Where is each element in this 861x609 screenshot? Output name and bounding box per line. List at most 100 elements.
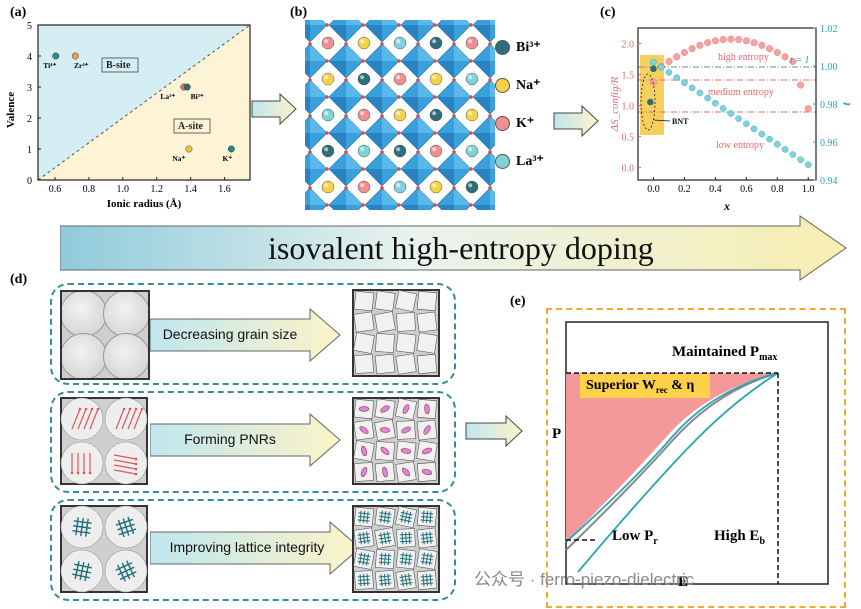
- highlight: [432, 111, 437, 116]
- octa-face: [329, 133, 346, 150]
- c-left-tick-label: 2.0: [622, 40, 635, 51]
- row-grain-size: [50, 283, 456, 385]
- pnr-ellipse: [361, 445, 367, 457]
- panel-e-frame: [546, 308, 846, 608]
- point-label: Ti⁴⁺: [43, 61, 56, 70]
- octahedron: [364, 150, 401, 187]
- small-grains: [352, 289, 440, 377]
- octahedron: [305, 150, 329, 187]
- octahedron: [328, 186, 365, 210]
- grid-line: [79, 562, 85, 580]
- perovskite-lattice: [305, 20, 495, 210]
- discharge-curve-teal: [565, 372, 779, 543]
- a-site-cation: [357, 180, 371, 194]
- c-right-tick-label: 1.00: [820, 62, 838, 73]
- oxygen: [397, 95, 401, 99]
- octa-face: [382, 44, 399, 61]
- octa-face: [329, 169, 346, 186]
- c-right-tick-label: 1.02: [820, 24, 838, 35]
- oxygen: [433, 23, 437, 27]
- arrow-head: [134, 472, 138, 476]
- oxygen: [469, 59, 473, 63]
- grid-line: [365, 553, 369, 566]
- oxygen: [325, 23, 329, 27]
- octa-body: [472, 187, 495, 210]
- a-site-cation: [429, 144, 443, 158]
- small-grain: [353, 332, 375, 354]
- tolerance-point: [735, 115, 742, 122]
- oxygen: [416, 78, 420, 82]
- highlight: [396, 39, 401, 44]
- octa-face: [490, 152, 495, 169]
- oxygen: [308, 42, 312, 46]
- curves: [647, 35, 812, 169]
- tolerance-point: [650, 58, 657, 66]
- grid-line: [378, 519, 391, 522]
- octahedron: [400, 114, 437, 151]
- highlight: [360, 39, 365, 44]
- octa-face: [418, 80, 435, 97]
- pnr-ellipse: [400, 448, 412, 454]
- grid-line: [366, 511, 369, 524]
- grid-line: [420, 519, 433, 522]
- grid-line: [121, 562, 131, 580]
- grid-line: [72, 573, 90, 579]
- c-left-tick-label: 1.5: [622, 71, 635, 82]
- octahedron: [328, 150, 365, 187]
- x-tick-label: 1.2: [150, 184, 163, 195]
- grid-line: [429, 553, 432, 566]
- octa-face: [473, 97, 490, 114]
- bnt-point: [647, 98, 654, 106]
- grid-line: [85, 518, 89, 537]
- a-site-cation: [429, 36, 443, 50]
- x-tick-label: 1.4: [184, 184, 197, 195]
- bnt-label: BNT: [672, 117, 689, 126]
- oxygen: [488, 42, 492, 46]
- small-grain-grid: [416, 527, 438, 549]
- a-site-cation: [357, 72, 371, 86]
- arrow-head: [82, 471, 86, 475]
- highlight: [360, 183, 365, 188]
- polarization-arrow: [121, 408, 131, 430]
- oxygen: [416, 114, 420, 118]
- ordered-lattice: [352, 505, 440, 593]
- oxygen: [433, 167, 437, 171]
- octahedron: [472, 114, 495, 151]
- y-tick-label: 4: [27, 52, 32, 63]
- grid-line: [429, 511, 432, 524]
- c-right-ticks: 0.940.960.981.001.02: [813, 24, 838, 187]
- medium-entropy-label: medium entropy: [708, 87, 774, 98]
- banner-title: isovalent high-entropy doping: [268, 230, 654, 266]
- octa-face: [346, 80, 363, 97]
- octahedron: [364, 42, 401, 79]
- grid-line: [84, 563, 90, 581]
- oxygen: [361, 131, 365, 135]
- octa-face: [418, 116, 435, 133]
- oxygen: [325, 203, 329, 207]
- row-lattice: [50, 499, 456, 601]
- y-tick-label: 3: [27, 83, 32, 94]
- octa-face: [490, 20, 495, 25]
- grid-line: [429, 573, 432, 586]
- c-x-tick-label: 0.4: [709, 184, 722, 195]
- oxygen: [397, 167, 401, 171]
- pnr-ellipse: [382, 466, 388, 478]
- arrow-head: [76, 471, 80, 475]
- polarization-arrow: [71, 408, 81, 430]
- octa-face: [418, 44, 435, 61]
- superior-label: Superior Wrec & η: [586, 378, 695, 395]
- arrow-pnrs: [150, 412, 341, 468]
- octa-face: [329, 61, 346, 78]
- tolerance-point: [696, 89, 704, 97]
- c-left-tick-label: 1.0: [622, 102, 635, 113]
- octa-face: [473, 169, 490, 186]
- a-site-cation: [465, 72, 479, 86]
- arrow-head: [140, 407, 144, 411]
- superior-badge: [580, 374, 710, 398]
- c-left-tick-label: 0.0: [622, 164, 635, 175]
- pnr-ellipse: [360, 466, 368, 478]
- octa-face: [418, 188, 435, 205]
- small-grain-grid: [354, 570, 374, 590]
- a-site-cation: [465, 108, 479, 122]
